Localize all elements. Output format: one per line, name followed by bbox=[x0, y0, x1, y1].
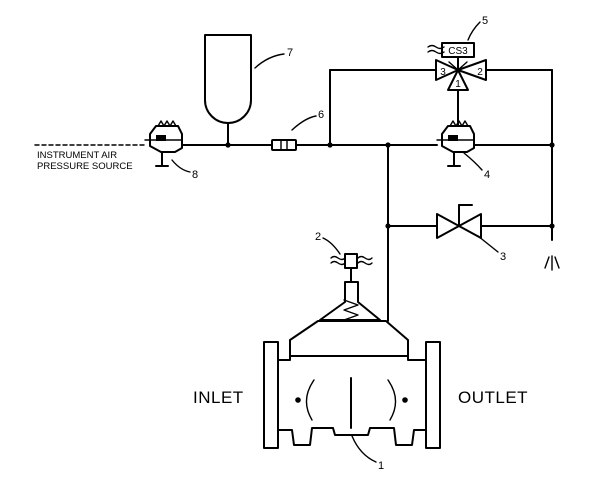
relay-regulator bbox=[436, 120, 475, 167]
callout-main-valve: 1 bbox=[378, 460, 384, 472]
source-label-line2: PRESSURE SOURCE bbox=[37, 161, 133, 172]
solenoid-coil-icon bbox=[427, 44, 445, 55]
control-solenoid bbox=[330, 253, 373, 283]
callout-needle-valve: 3 bbox=[500, 251, 506, 263]
junction-dots bbox=[225, 142, 555, 229]
solenoid-tag: CS3 bbox=[448, 46, 468, 57]
solenoid-port-3: 3 bbox=[440, 67, 446, 78]
solenoid-loop-line bbox=[329, 69, 553, 241]
callout-relay-regulator: 4 bbox=[484, 169, 490, 181]
needle-valve bbox=[436, 204, 482, 239]
inlet-label: INLET bbox=[193, 388, 244, 407]
callout-three-way-solenoid: 5 bbox=[482, 15, 488, 27]
restrictor bbox=[271, 139, 297, 151]
control-line bbox=[387, 144, 553, 319]
callout-supply-regulator: 8 bbox=[192, 169, 198, 181]
supply-regulator bbox=[144, 120, 183, 167]
main-valve bbox=[263, 281, 441, 449]
solenoid-port-1: 1 bbox=[455, 79, 461, 90]
exhaust-vent-icon bbox=[544, 255, 560, 271]
source-label-line1: INSTRUMENT AIR bbox=[37, 150, 117, 161]
three-way-solenoid: CS3 3 2 1 bbox=[427, 42, 487, 91]
control-solenoid-coil-icon bbox=[330, 255, 373, 266]
leader-lines bbox=[171, 21, 499, 463]
callout-control-solenoid: 2 bbox=[315, 231, 321, 243]
callout-restrictor: 6 bbox=[318, 109, 324, 121]
callout-numbers: 7 6 5 4 3 2 8 1 bbox=[192, 15, 506, 472]
callout-accumulator: 7 bbox=[287, 47, 293, 59]
outlet-label: OUTLET bbox=[458, 388, 528, 407]
accumulator-tank bbox=[204, 34, 252, 146]
solenoid-port-2: 2 bbox=[477, 67, 483, 78]
